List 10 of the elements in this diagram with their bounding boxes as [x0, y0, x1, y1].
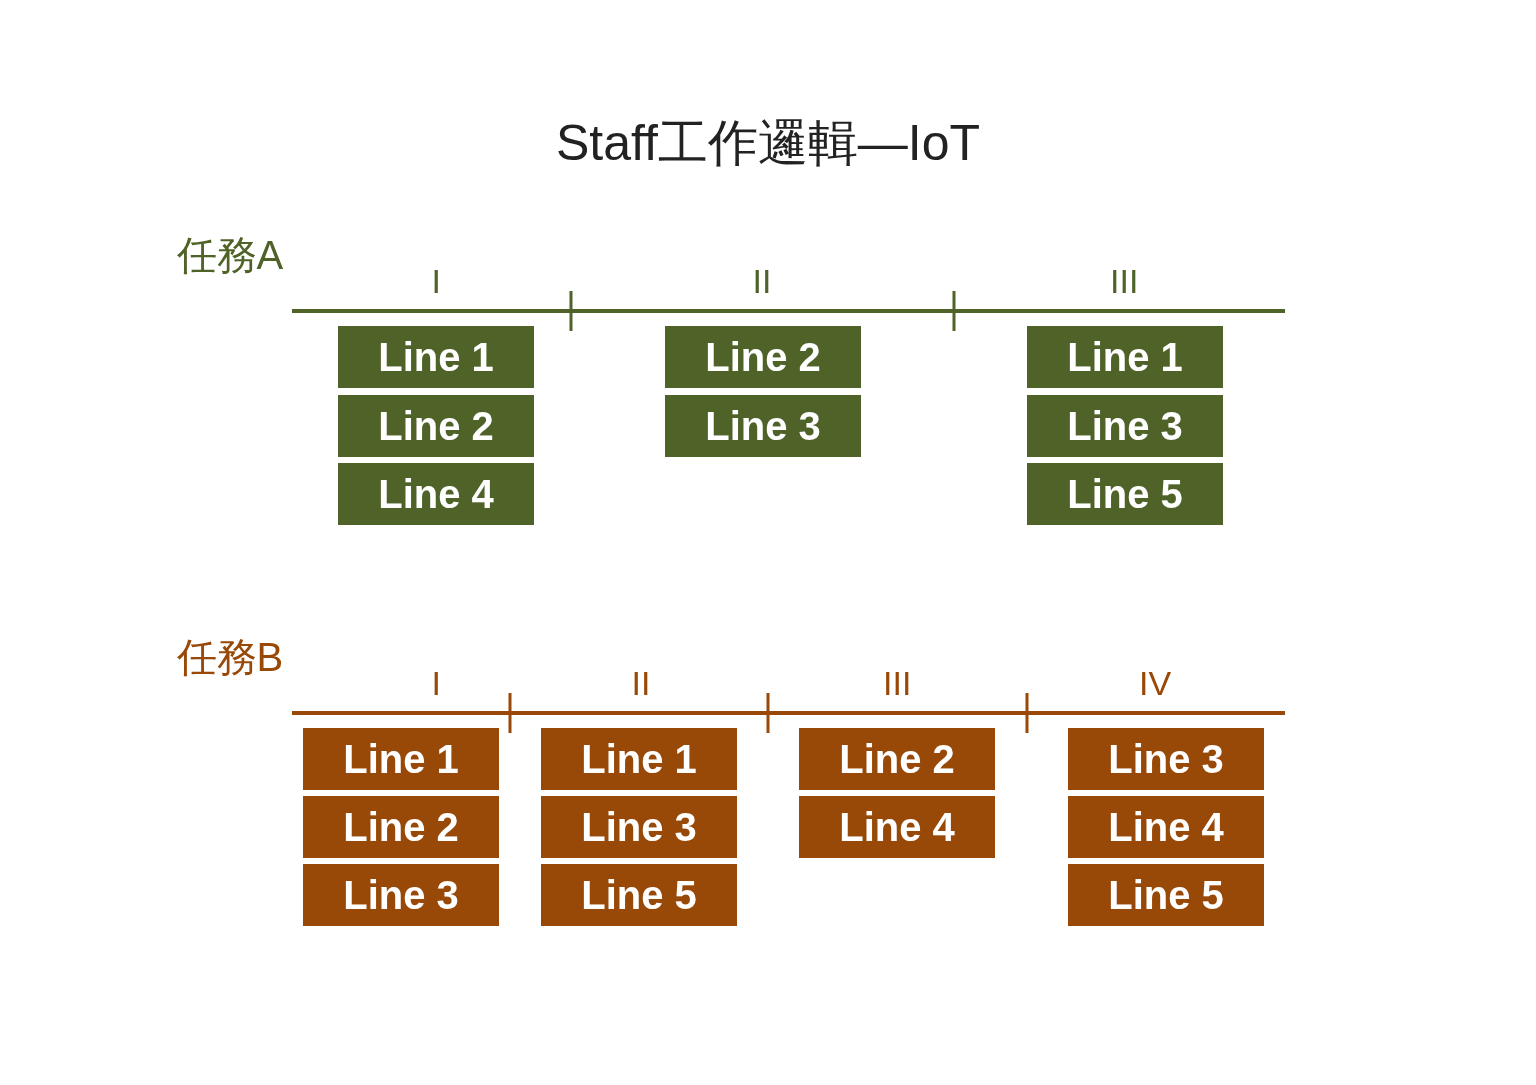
phase-numeral: III	[1110, 262, 1139, 301]
phase-numeral: I	[431, 262, 441, 301]
phase-numeral: III	[883, 664, 912, 703]
phase-numeral: IV	[1139, 664, 1172, 703]
title: Staff工作邏輯—IoT	[554, 114, 982, 173]
section-heading: 任務A	[176, 232, 284, 279]
section-heading: 任務B	[176, 634, 284, 681]
phase-numeral: II	[631, 664, 651, 703]
phase-numeral: I	[431, 664, 441, 703]
phase-numeral: II	[752, 262, 772, 301]
